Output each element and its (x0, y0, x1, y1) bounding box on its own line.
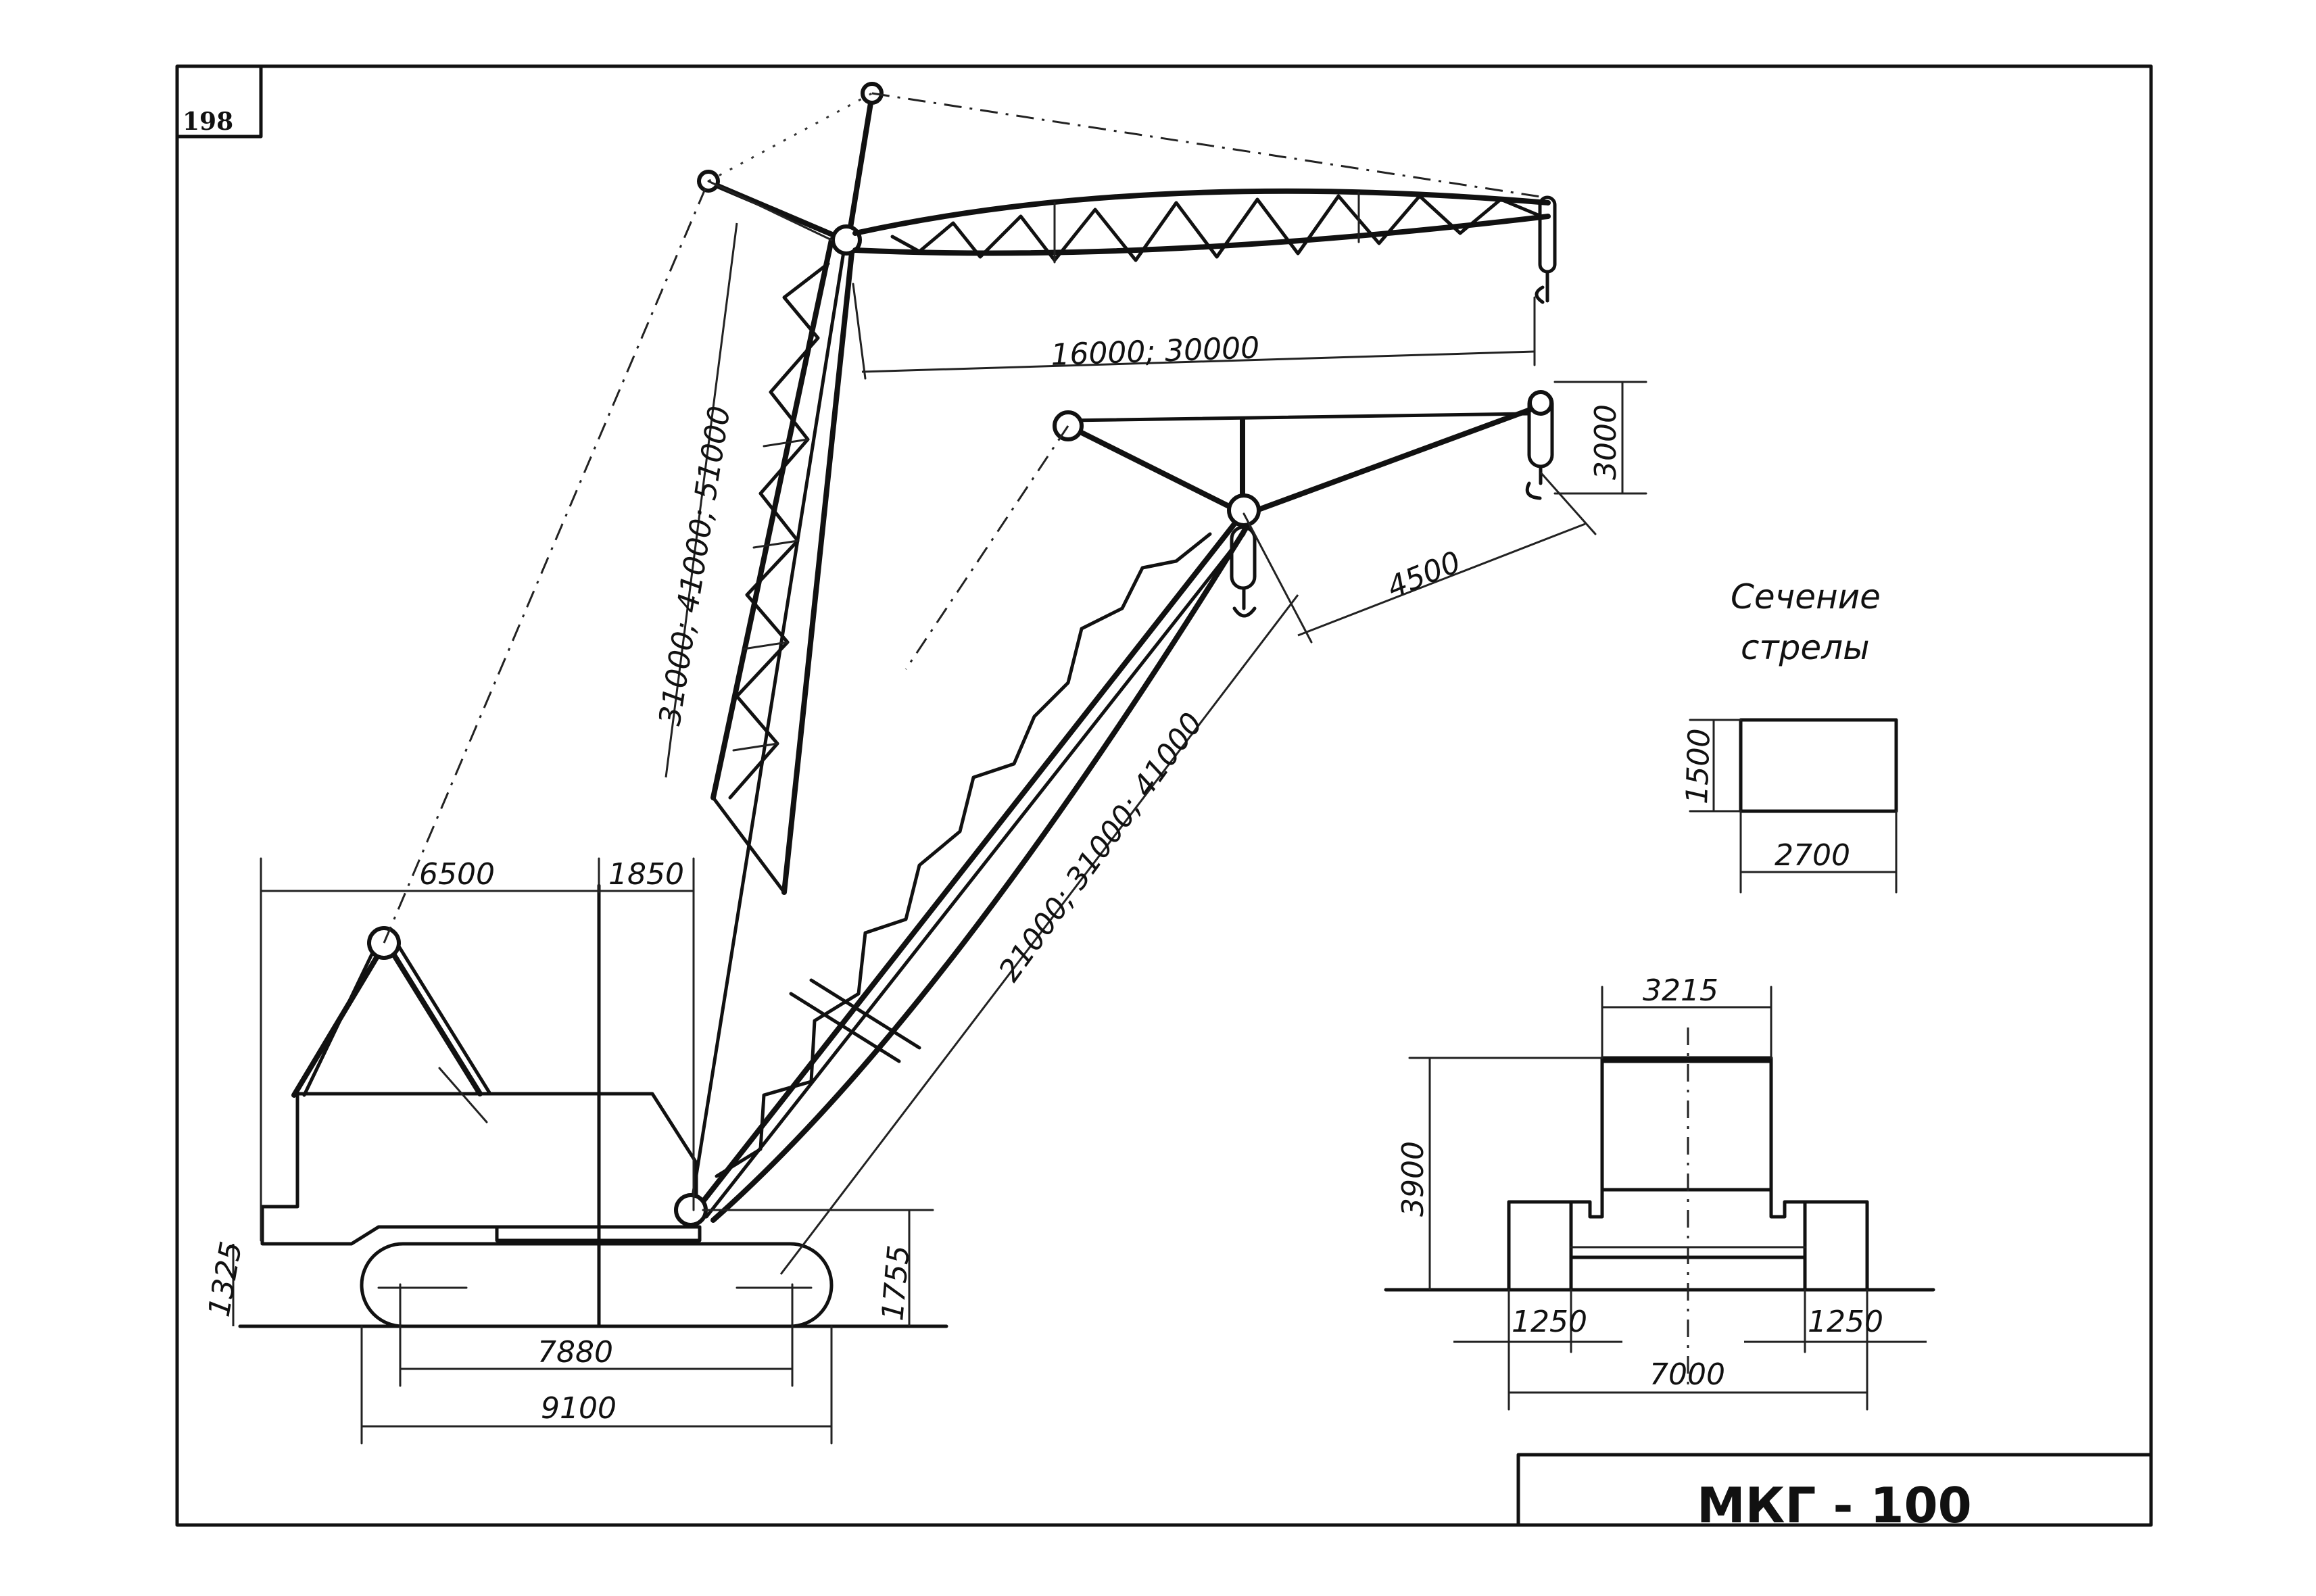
front-height-label: 3900 (1396, 1141, 1430, 1217)
rope-lines (383, 92, 1545, 944)
drawing-frame: 198 (175, 64, 2153, 1527)
superstructure (260, 1092, 698, 1246)
dim-boom-foot-height-label: 1755 (875, 1244, 917, 1322)
dim-rear-offsets: 6500 1850 (260, 857, 695, 1242)
dim-boom-length: 21000; 31000; 41000 (779, 594, 1299, 1275)
drawing-title: МКГ - 100 (1697, 1477, 1972, 1534)
section-rectangle (1739, 718, 1898, 813)
dim-tail-height: 1325 (202, 1239, 249, 1326)
dim-track-length-label: 9100 (541, 1391, 617, 1426)
dim-track-base-label: 7880 (537, 1335, 613, 1370)
front-body (1600, 1056, 1773, 1192)
section-label-line2: стрелы (1741, 628, 1870, 667)
dim-track-length: 9100 (360, 1325, 833, 1445)
page-number: 198 (183, 107, 233, 136)
upper-jib (852, 188, 1557, 304)
dim-jib-hook-label: 3000 (1589, 404, 1623, 480)
dim-tower-height: 31000; 41000; 51000 (652, 222, 738, 778)
track-width-left-label: 1250 (1512, 1305, 1587, 1339)
dim-track-base: 7880 (399, 1283, 794, 1387)
gauge-total-label: 7000 (1649, 1357, 1725, 1392)
crawler-track (360, 1242, 834, 1328)
section-height-label: 1500 (1680, 728, 1717, 805)
dim-boom-offset-label: 4500 (1382, 545, 1466, 605)
dim-pivot-to-boom-label: 1850 (608, 857, 684, 892)
front-view: 3215 3900 1250 1250 7000 (1384, 973, 1935, 1411)
dim-boom-offset: 4500 (1243, 472, 1597, 644)
aux-hook-icon (1525, 481, 1542, 500)
dim-jib-length: 16000; 30000 (852, 283, 1536, 380)
boom-section: Сечение стрелы 1500 2700 (1680, 577, 1898, 894)
boom-foot-pivot-icon (674, 1193, 708, 1227)
dim-jib-hook: 3000 (1553, 381, 1647, 495)
main-hook-icon (1232, 606, 1257, 618)
section-width-label: 2700 (1775, 838, 1850, 873)
section-label-line1: Сечение (1731, 577, 1881, 616)
dim-boom-foot-height: 1755 (702, 1209, 934, 1326)
boom-head-pivot-icon (1227, 493, 1261, 527)
title-block: МКГ - 100 (1516, 1453, 2153, 1534)
dim-tail-height-label: 1325 (202, 1239, 249, 1320)
front-width-top-label: 3215 (1643, 973, 1718, 1008)
luffing-boom (674, 390, 1554, 1227)
dim-tower-height-label: 31000; 41000; 51000 (652, 404, 737, 728)
track-width-right-label: 1250 (1808, 1305, 1883, 1339)
dim-rear-to-pivot-label: 6500 (419, 857, 495, 892)
a-frame (291, 926, 492, 1123)
dim-jib-length-label: 16000; 30000 (1051, 331, 1260, 372)
